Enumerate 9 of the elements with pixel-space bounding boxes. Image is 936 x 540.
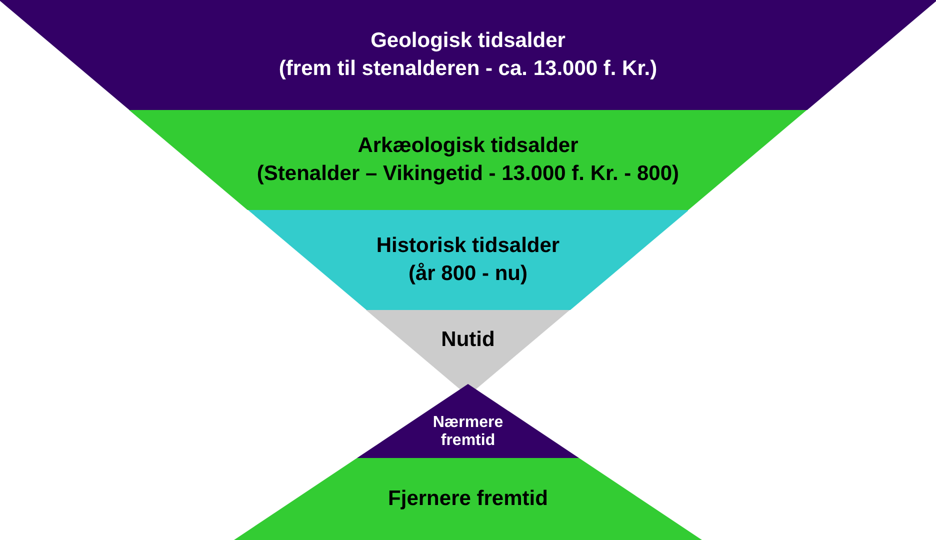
band-title: Geologisk tidsalder: [370, 28, 566, 54]
band-subtitle: (år 800 - nu): [408, 261, 528, 287]
band-title: Nærmere fremtid: [432, 414, 504, 450]
band-subtitle: (Stenalder – Vikingetid - 13.000 f. Kr. - 800): [256, 161, 680, 187]
band-title: Arkæologisk tidsalder: [358, 132, 578, 159]
band-title: Nutid: [441, 326, 495, 353]
band-title: Fjernere fremtid: [388, 486, 548, 512]
band-subtitle: (frem til stenalderen - ca. 13.000 f. Kr.): [278, 56, 658, 82]
band-title: Historisk tidsalder: [376, 232, 560, 259]
